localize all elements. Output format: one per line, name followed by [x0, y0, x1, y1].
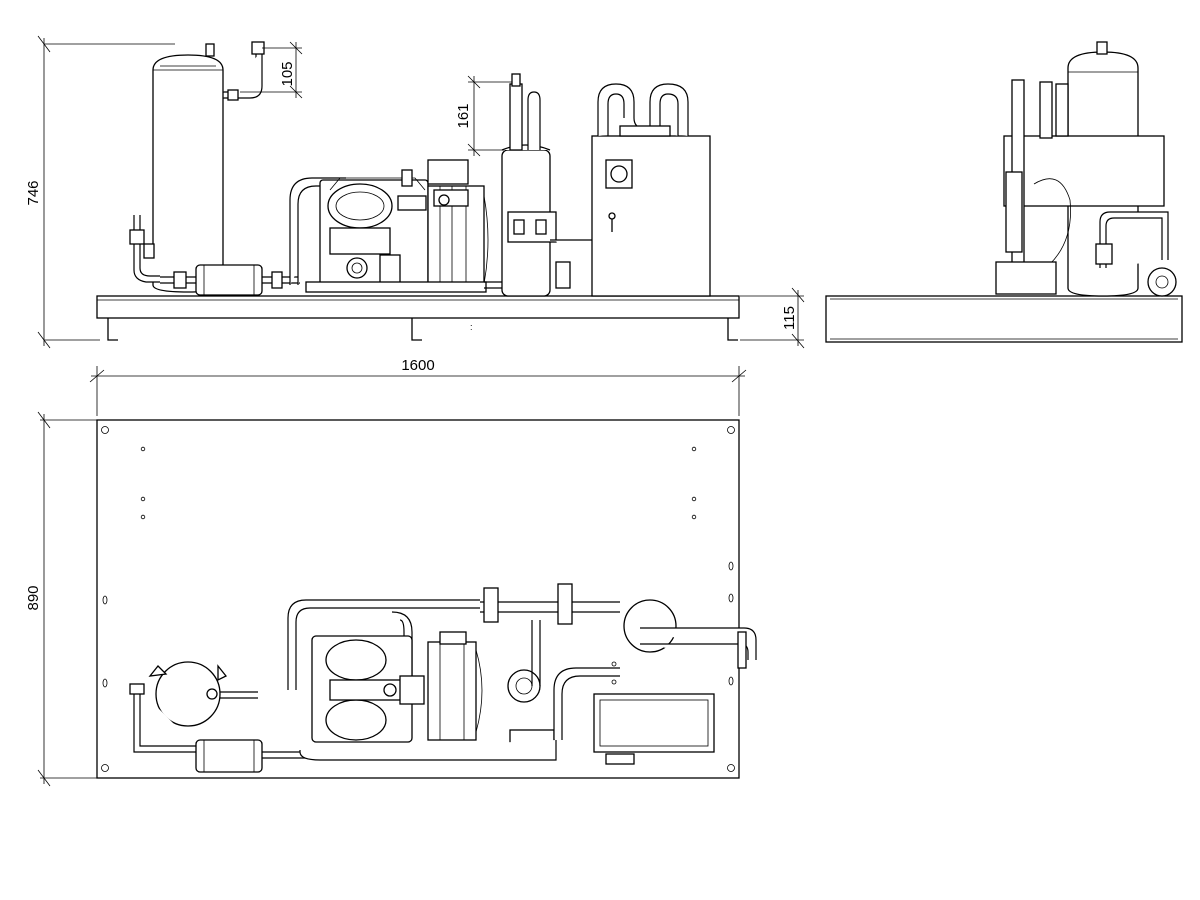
dim-746-label: 746: [25, 180, 42, 205]
filter-drier: [160, 264, 300, 296]
dim-105-label: 105: [279, 61, 296, 86]
dim-115: 115: [740, 287, 805, 349]
dim-1600-label: 1600: [401, 357, 434, 374]
compressor: [289, 159, 489, 293]
dim-105: 105: [240, 41, 303, 99]
dim-890-label: 890: [25, 585, 42, 610]
dim-890: 890: [25, 411, 100, 787]
control-box: [591, 83, 711, 297]
dim-161: 161: [455, 75, 512, 157]
front-view: :: [25, 35, 805, 416]
dim-746: 746: [25, 35, 175, 349]
dim-115-label: 115: [781, 306, 798, 330]
side-view: [825, 41, 1183, 343]
liquid-receiver: [129, 41, 265, 293]
dim-1600: 1600: [89, 357, 747, 416]
svg-text::: :: [470, 322, 473, 332]
top-view: 890: [25, 411, 757, 787]
dim-161-label: 161: [455, 103, 472, 128]
